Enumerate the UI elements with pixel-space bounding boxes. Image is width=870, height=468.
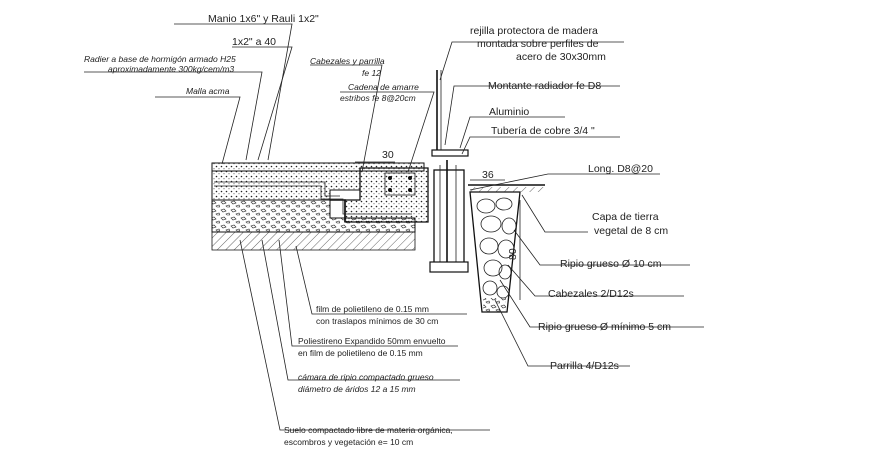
label-film-polietileno: film de polietileno de 0.15 mm — [316, 304, 429, 314]
label-cabezales-2d12: Cabezales 2/D12s — [548, 288, 634, 300]
annotation-labels: Manio 1x6" y Rauli 1x2" 1x2" a 40 Radier… — [84, 13, 671, 447]
label-rejilla: rejilla protectora de madera — [470, 25, 598, 37]
label-aluminio: Aluminio — [489, 106, 529, 118]
label-poliestireno-film: en film de polietileno de 0.15 mm — [298, 348, 423, 358]
label-capa-tierra-cm: vegetal de 8 cm — [594, 225, 668, 237]
label-suelo-escombros: escombros y vegetación e= 10 cm — [284, 437, 413, 447]
label-ripio-5: Ripio grueso Ø mínimo 5 cm — [538, 321, 671, 333]
label-radier: Radier a base de hormigón armado H25 — [84, 54, 236, 64]
label-cadena-amarre: Cadena de amarre — [348, 82, 419, 92]
label-cabezales-parrilla: Cabezales y parrilla — [310, 56, 385, 66]
label-parrilla-4d12: Parrilla 4/D12s — [550, 360, 619, 372]
leader-lines — [84, 23, 704, 431]
label-rejilla-acero: acero de 30x30mm — [516, 51, 606, 63]
dim-80: 80 — [507, 248, 519, 260]
label-manio-rauli: Manio 1x6" y Rauli 1x2" — [208, 13, 319, 25]
label-camara-aridos: diámetro de áridos 12 a 15 mm — [298, 384, 416, 394]
label-cabezales-fe12: fe 12 — [362, 68, 381, 78]
label-montante: Montante radiador fe D8 — [488, 80, 601, 92]
label-long-d8: Long. D8@20 — [588, 163, 653, 175]
section-geometry — [211, 70, 545, 313]
label-camara-ripio: cámara de ripio compactado grueso — [298, 372, 434, 382]
dim-30: 30 — [382, 149, 394, 161]
label-suelo-compactado: Suelo compactado libre de materia orgáni… — [284, 425, 453, 435]
label-malla-acma: Malla acma — [186, 86, 230, 96]
label-rejilla-perfiles: montada sobre perfiles de — [477, 38, 599, 50]
label-estribos: estribos fe 8@20cm — [340, 93, 416, 103]
label-poliestireno: Poliestireno Expandido 50mm envuelto — [298, 336, 446, 346]
label-film-traslapos: con traslapos mínimos de 30 cm — [316, 316, 438, 326]
label-capa-tierra: Capa de tierra — [592, 211, 659, 223]
label-ripio-10: Ripio grueso Ø 10 cm — [560, 258, 662, 270]
label-radier-dosage: aproximadamente 300kg/cem/m3 — [108, 64, 234, 74]
label-1x2-a-40: 1x2" a 40 — [232, 36, 276, 48]
label-tuberia-cobre: Tubería de cobre 3/4 " — [491, 125, 595, 137]
dim-36: 36 — [482, 169, 494, 181]
